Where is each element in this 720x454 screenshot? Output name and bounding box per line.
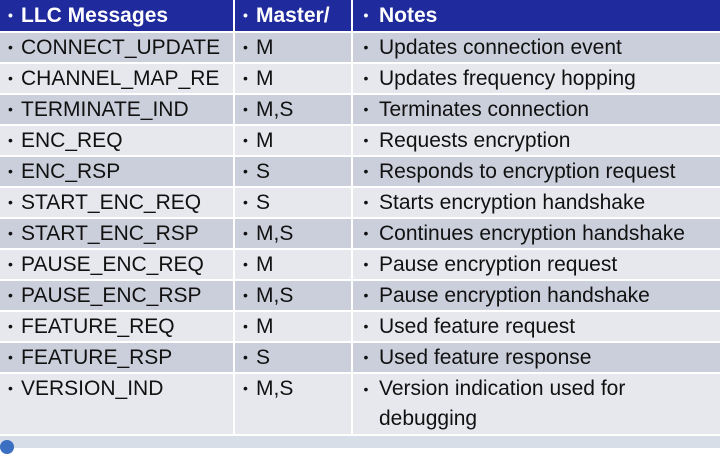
message-cell: •ENC_RSP (0, 157, 235, 188)
bullet-icon: • (8, 380, 13, 396)
message-cell: •VERSION_IND (0, 374, 235, 436)
notes-cell: •Continues encryption handshake (353, 219, 720, 250)
bullet-icon: • (363, 381, 369, 397)
bullet-icon: • (243, 349, 248, 365)
role-cell: •M (235, 64, 353, 95)
bullet-icon: • (363, 101, 369, 117)
message-cell: •PAUSE_ENC_RSP (0, 281, 235, 312)
bullet-icon: • (243, 318, 248, 334)
message-cell: •CONNECT_UPDATE (0, 33, 235, 64)
role-cell: •S (235, 157, 353, 188)
message-cell: •ENC_REQ (0, 126, 235, 157)
message-cell: •START_ENC_RSP (0, 219, 235, 250)
notes-cell: •Requests encryption (353, 126, 720, 157)
table-row: •START_ENC_REQ•S•Starts encryption hands… (0, 188, 720, 219)
bullet-icon: • (363, 70, 369, 86)
bullet-icon: • (8, 39, 13, 55)
bullet-icon: • (8, 349, 13, 365)
message-cell: •CHANNEL_MAP_RE (0, 64, 235, 95)
bullet-icon: • (243, 225, 248, 241)
notes-cell: •Updates frequency hopping (353, 64, 720, 95)
role-cell: •M (235, 33, 353, 64)
role-cell: •M,S (235, 374, 353, 436)
role-cell: •M,S (235, 219, 353, 250)
role-cell: •M,S (235, 281, 353, 312)
table-row: •ENC_REQ•M•Requests encryption (0, 126, 720, 157)
notes-cell: •Used feature response (353, 343, 720, 374)
notes-cell: •Pause encryption handshake (353, 281, 720, 312)
message-cell: •PAUSE_ENC_REQ (0, 250, 235, 281)
bullet-icon: • (8, 225, 13, 241)
bullet-icon: • (363, 39, 369, 55)
table-row: •VERSION_IND•M,S•Version indication used… (0, 374, 720, 436)
role-cell: •M (235, 312, 353, 343)
table-header-row: •LLC Messages •Master/ •Notes (0, 0, 720, 33)
bullet-icon: • (243, 194, 248, 210)
bullet-icon: • (243, 380, 248, 396)
llc-messages-table: •LLC Messages •Master/ •Notes •CONNECT_U… (0, 0, 720, 436)
bullet-icon: • (243, 256, 248, 272)
notes-cell: •Responds to encryption request (353, 157, 720, 188)
notes-cell: •Terminates connection (353, 95, 720, 126)
bullet-icon: • (363, 318, 369, 334)
bullet-icon: • (243, 101, 248, 117)
bullet-icon: • (363, 256, 369, 272)
bullet-icon: • (8, 194, 13, 210)
header-master: •Master/ (235, 0, 353, 33)
bullet-icon: • (363, 163, 369, 179)
table-row: •FEATURE_RSP•S•Used feature response (0, 343, 720, 374)
notes-cell: •Updates connection event (353, 33, 720, 64)
bullet-icon: • (8, 163, 13, 179)
table-row: •CONNECT_UPDATE•M•Updates connection eve… (0, 33, 720, 64)
bullet-icon: • (8, 70, 13, 86)
bullet-icon: • (243, 70, 248, 86)
notes-cell: •Starts encryption handshake (353, 188, 720, 219)
role-cell: •M (235, 250, 353, 281)
bullet-icon: • (363, 287, 369, 303)
notes-cell: •Used feature request (353, 312, 720, 343)
bullet-icon: • (8, 256, 13, 272)
header-notes: •Notes (353, 0, 720, 33)
llc-messages-table-container: •LLC Messages •Master/ •Notes •CONNECT_U… (0, 0, 720, 436)
bullet-icon: • (8, 7, 13, 23)
table-row: •START_ENC_RSP•M,S•Continues encryption … (0, 219, 720, 250)
slide-logo-icon (0, 440, 14, 454)
role-cell: •S (235, 188, 353, 219)
table-row: •FEATURE_REQ•M•Used feature request (0, 312, 720, 343)
role-cell: •M (235, 126, 353, 157)
message-cell: •FEATURE_RSP (0, 343, 235, 374)
notes-cell: •Version indication used for debugging (353, 374, 720, 436)
bullet-icon: • (363, 225, 369, 241)
message-cell: •FEATURE_REQ (0, 312, 235, 343)
table-row: •PAUSE_ENC_REQ•M•Pause encryption reques… (0, 250, 720, 281)
bullet-icon: • (8, 101, 13, 117)
bullet-icon: • (8, 132, 13, 148)
table-row: •CHANNEL_MAP_RE•M•Updates frequency hopp… (0, 64, 720, 95)
table-row: •TERMINATE_IND•M,S•Terminates connection (0, 95, 720, 126)
bullet-icon: • (243, 7, 248, 23)
message-cell: •START_ENC_REQ (0, 188, 235, 219)
bullet-icon: • (243, 163, 248, 179)
role-cell: •M,S (235, 95, 353, 126)
notes-cell: •Pause encryption request (353, 250, 720, 281)
bullet-icon: • (8, 318, 13, 334)
bullet-icon: • (363, 194, 369, 210)
bullet-icon: • (363, 349, 369, 365)
header-llc-messages: •LLC Messages (0, 0, 235, 33)
bullet-icon: • (363, 7, 369, 23)
table-row: •PAUSE_ENC_RSP•M,S•Pause encryption hand… (0, 281, 720, 312)
bullet-icon: • (243, 39, 248, 55)
bullet-icon: • (363, 132, 369, 148)
bullet-icon: • (8, 287, 13, 303)
table-row: •ENC_RSP•S•Responds to encryption reques… (0, 157, 720, 188)
bullet-icon: • (243, 287, 248, 303)
message-cell: •TERMINATE_IND (0, 95, 235, 126)
role-cell: •S (235, 343, 353, 374)
bullet-icon: • (243, 132, 248, 148)
